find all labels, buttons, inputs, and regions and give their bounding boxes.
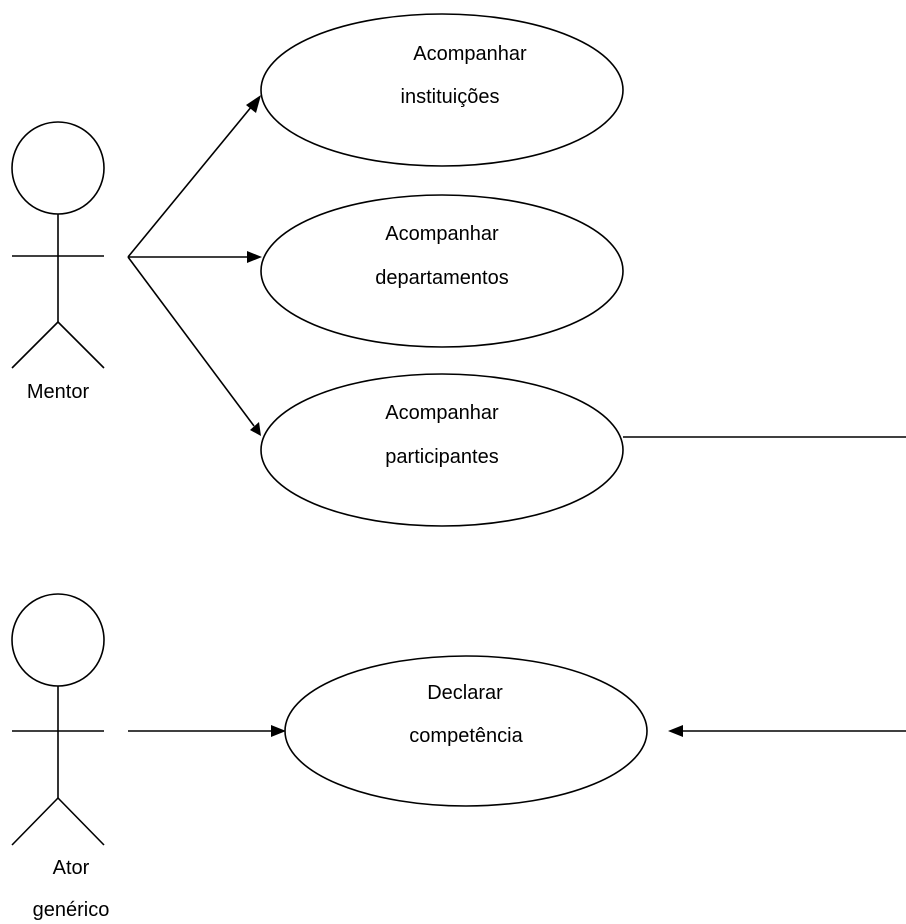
use-case-acompanhar-instituicoes-line1: Acompanhar <box>413 43 527 65</box>
actor-ator-generico-label-line2: genérico <box>33 899 110 921</box>
actor-ator-generico: Ator genérico <box>11 593 110 921</box>
actor-mentor-head <box>11 121 105 215</box>
actor-ator-generico-label-line1: Ator <box>53 857 90 879</box>
use-case-acompanhar-instituicoes-line2: instituições <box>401 86 500 108</box>
use-case-acompanhar-participantes: Acompanhar participantes <box>260 373 624 527</box>
use-case-acompanhar-departamentos: Acompanhar departamentos <box>260 194 624 348</box>
association-mentor-participantes <box>127 256 261 436</box>
association-ator-declarar <box>128 725 286 737</box>
association-mentor-departamentos <box>128 251 262 263</box>
arrowhead-icon <box>247 251 262 263</box>
arrowhead-icon <box>246 95 261 113</box>
use-case-declarar-competencia-line2: competência <box>409 725 523 747</box>
actor-ator-generico-right-leg <box>57 797 105 846</box>
actor-mentor: Mentor <box>11 121 105 403</box>
association-right-declarar <box>668 725 906 737</box>
arrowhead-icon <box>271 725 286 737</box>
use-case-declarar-competencia-line1: Declarar <box>427 682 503 704</box>
association-mentor-instituicoes <box>127 95 261 258</box>
use-case-acompanhar-instituicoes: Acompanhar instituições <box>260 13 624 167</box>
arrowhead-icon <box>250 422 261 436</box>
use-case-acompanhar-departamentos-line2: departamentos <box>375 267 508 289</box>
actor-mentor-label: Mentor <box>27 381 90 403</box>
actor-ator-generico-head <box>11 593 105 687</box>
use-case-acompanhar-participantes-line2: participantes <box>385 446 498 468</box>
actor-mentor-left-leg <box>11 321 59 369</box>
actor-mentor-right-leg <box>57 321 105 369</box>
use-case-acompanhar-participantes-line1: Acompanhar <box>385 402 499 424</box>
use-case-declarar-competencia: Declarar competência <box>284 655 648 807</box>
use-case-acompanhar-departamentos-line1: Acompanhar <box>385 223 499 245</box>
actor-ator-generico-left-leg <box>11 797 59 846</box>
arrowhead-icon <box>668 725 683 737</box>
